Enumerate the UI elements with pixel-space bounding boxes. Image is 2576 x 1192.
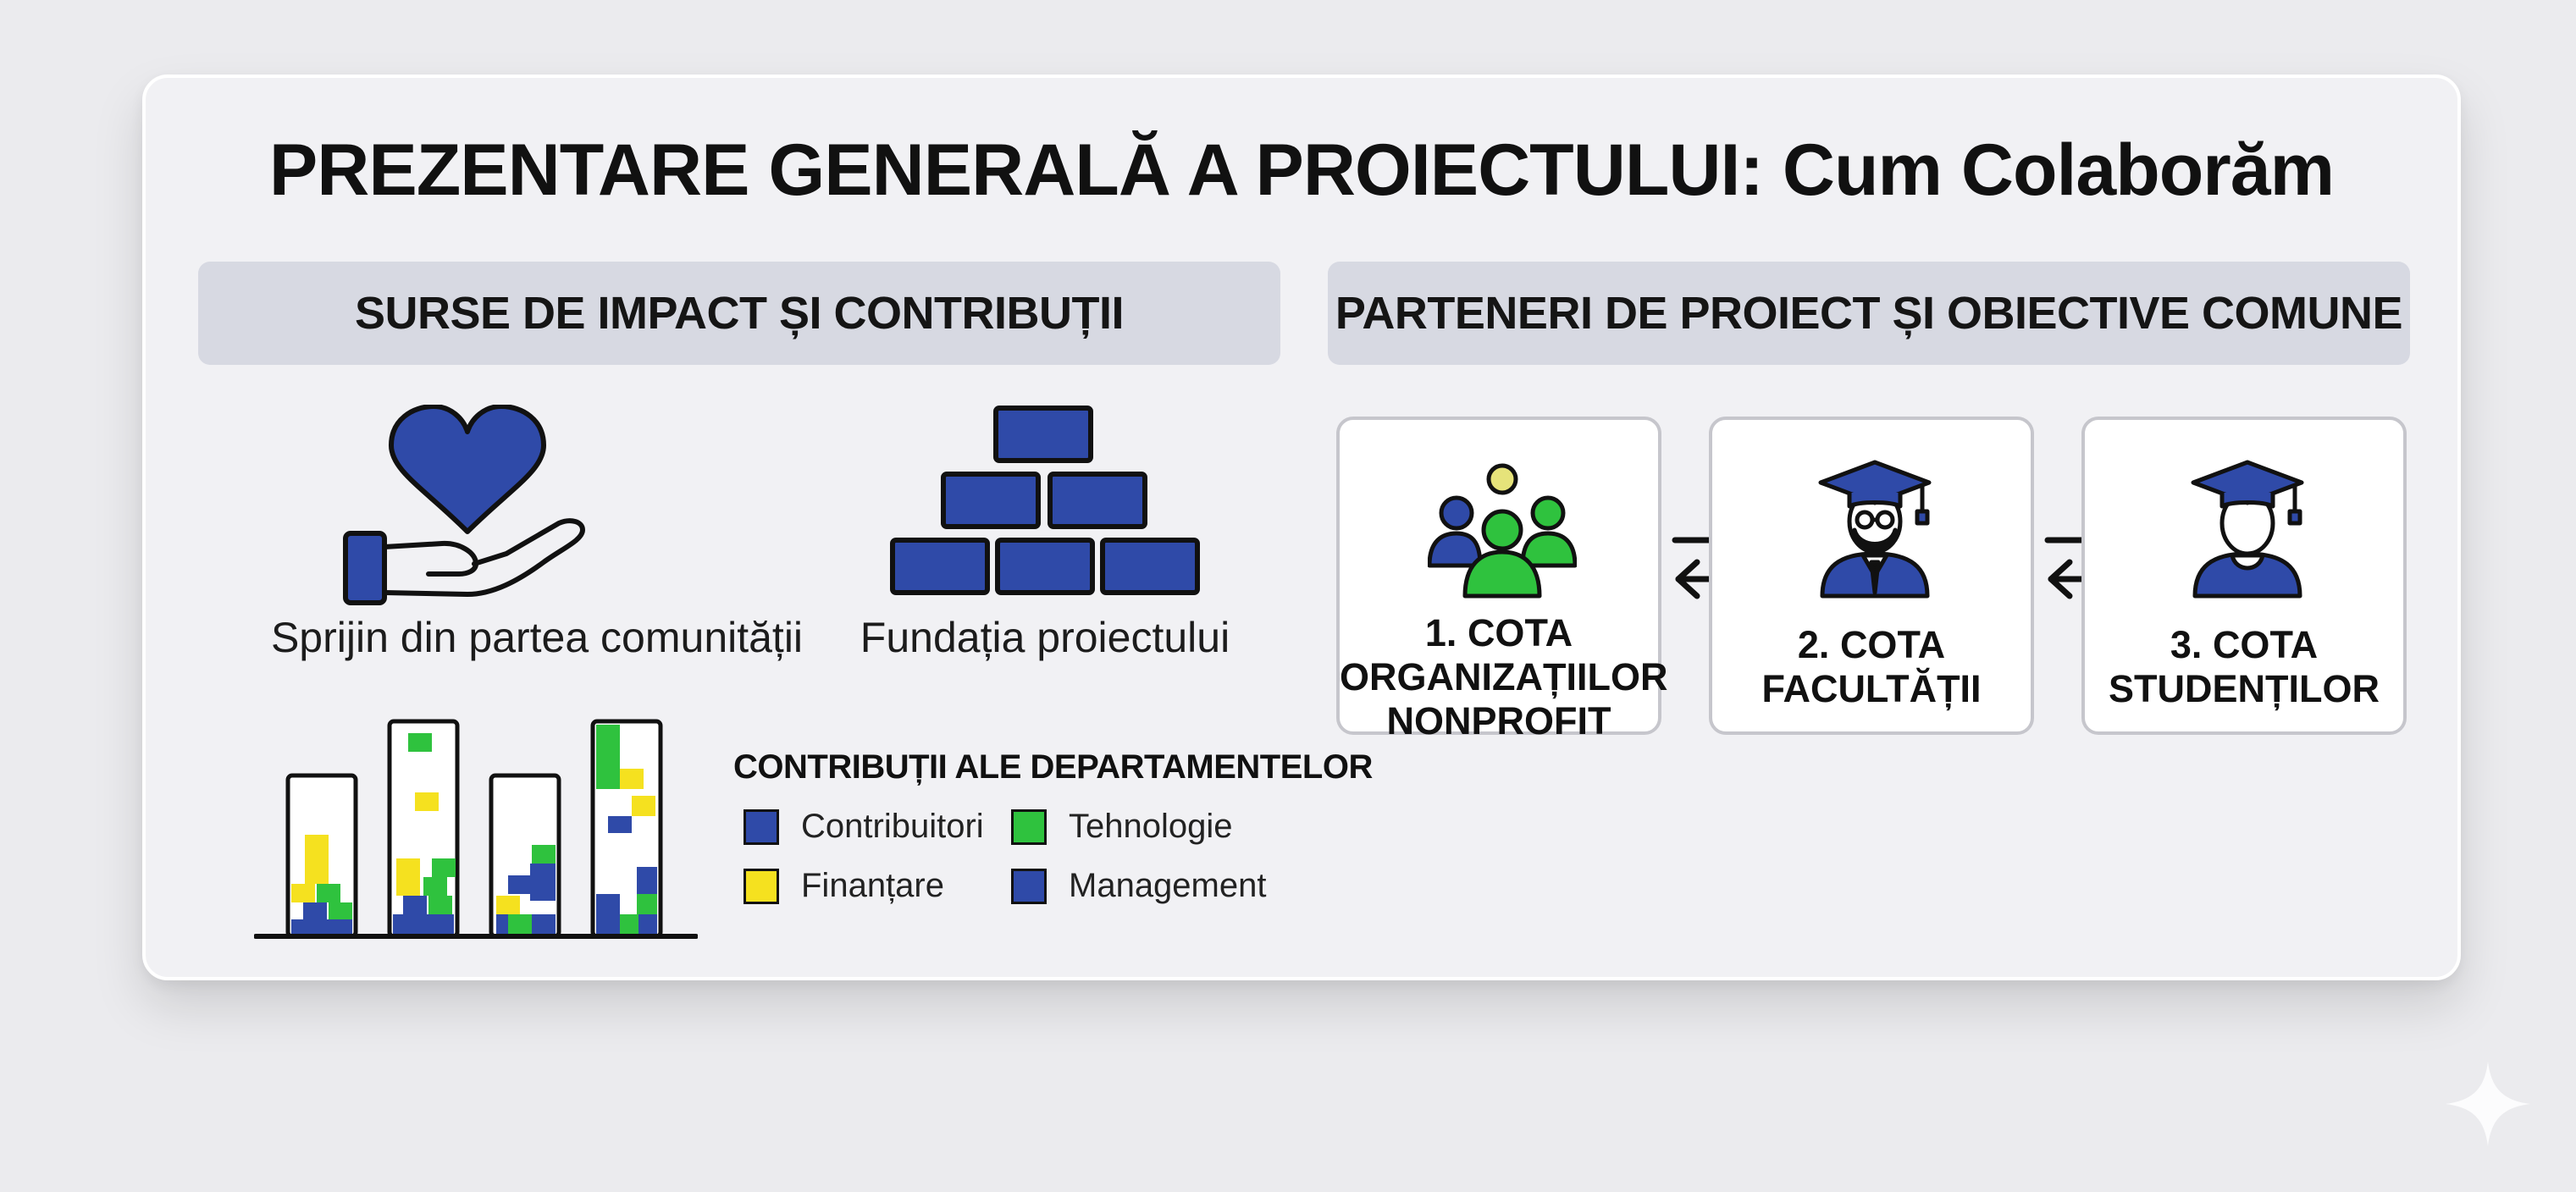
group-people-icon (1428, 463, 1577, 599)
partner-card-students: 3. COTA STUDENȚILOR (2081, 417, 2407, 735)
legend-item-contributors: Contribuitori (744, 808, 984, 846)
legend-label: Finanțare (801, 867, 944, 904)
partner-label-line: FACULTĂȚII (1761, 667, 1982, 710)
professor-icon (1818, 460, 1932, 599)
partner-card-nonprofit: 1. COTA ORGANIZAȚIILOR NONPROFIT (1336, 417, 1668, 742)
legend-swatch-yellow (744, 868, 779, 904)
legend-swatch-blue (1011, 868, 1047, 904)
project-foundation-label: Fundația proiectului (860, 614, 1230, 661)
partner-label-line: NONPROFIT (1386, 699, 1611, 742)
partner-label-line: STUDENȚILOR (2109, 667, 2380, 710)
legend-label: Management (1069, 867, 1267, 904)
community-support-label: Sprijin din partea comunității (270, 614, 804, 661)
legend-item-funding: Finanțare (744, 867, 944, 905)
partner-label-line: 1. COTA (1424, 611, 1573, 654)
legend-item-management: Management (1011, 867, 1266, 905)
section-header-partners: PARTENERI DE PROIECT ȘI OBIECTIVE COMUNE (1328, 262, 2410, 365)
pixel-bar-chart-icon (254, 719, 698, 939)
brick-pyramid-icon (890, 406, 1200, 595)
partner-label-line: 3. COTA (2170, 623, 2319, 666)
legend-label: Contribuitori (801, 808, 984, 845)
overview-card: PREZENTARE GENERALĂ A PROIECTULUI: Cum C… (142, 74, 2461, 980)
student-icon (2191, 460, 2304, 599)
partner-card-faculty: 2. COTA FACULTĂȚII (1709, 417, 2034, 735)
sparkle-icon (2446, 1062, 2530, 1146)
legend-label: Tehnologie (1069, 808, 1233, 845)
legend-title: CONTRIBUȚII ALE DEPARTAMENTELOR (733, 748, 1373, 786)
partner-label-line: 2. COTA (1797, 623, 1946, 666)
legend-swatch-blue (744, 808, 779, 845)
page-title: PREZENTARE GENERALĂ A PROIECTULUI: Cum C… (268, 130, 2335, 211)
legend-item-technology: Tehnologie (1011, 808, 1233, 846)
hand-heart-icon (343, 405, 585, 605)
section-header-impact: SURSE DE IMPACT ȘI CONTRIBUȚII (198, 262, 1280, 365)
partner-label-line: ORGANIZAȚIILOR (1340, 655, 1668, 698)
legend-swatch-green (1011, 808, 1047, 845)
